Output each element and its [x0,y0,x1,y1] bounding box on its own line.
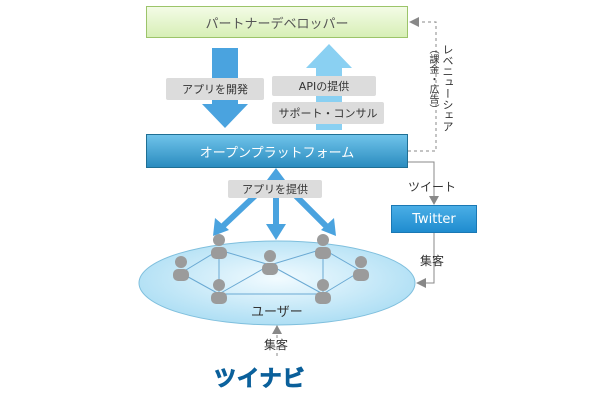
tweet-line [408,161,435,200]
open-platform-label: オープンプラットフォーム [199,145,355,161]
partner-developer-box: パートナーデベロッパー [146,6,408,38]
attract-bottom-arrowhead [272,325,282,334]
api-provide-label: APIの提供 [298,80,350,93]
open-platform-box: オープンプラットフォーム [146,134,408,168]
tsuinavi-logo: ツイナビ [214,367,306,393]
api-provide-label-box: APIの提供 [272,76,376,96]
person-icon [353,256,369,281]
twitter-label: Twitter [412,211,456,227]
person-icon [315,279,331,304]
app-dev-label-box: アプリを開発 [166,78,264,100]
attract-right-arrowhead [416,278,426,288]
app-dev-label: アプリを開発 [182,83,248,96]
attract-line-right [426,233,435,284]
twitter-box: Twitter [391,205,477,233]
support-label: サポート・コンサル [278,107,378,120]
revenue-share-arrowhead [409,17,419,27]
revenue-share-line [408,21,437,152]
app-provide-label-box: アプリを提供 [228,180,322,198]
tweet-arrowhead [429,196,439,205]
revenue-share-label: レベニューシェア [441,44,454,132]
app-provide-label: アプリを提供 [242,183,308,196]
person-icon [173,256,189,281]
person-icon [262,250,278,275]
support-label-box: サポート・コンサル [272,102,384,124]
users-label: ユーザー [251,305,303,320]
person-icon [315,234,331,259]
attract-label-bottom: 集客 [264,338,289,352]
person-icon [211,279,227,304]
attract-label-right: 集客 [420,254,445,268]
tweet-label: ツイート [408,180,457,194]
person-icons [173,234,369,304]
person-icon [211,234,227,259]
revenue-share-detail: （課金・広告） [427,44,438,114]
partner-developer-label: パートナーデベロッパー [205,16,349,32]
